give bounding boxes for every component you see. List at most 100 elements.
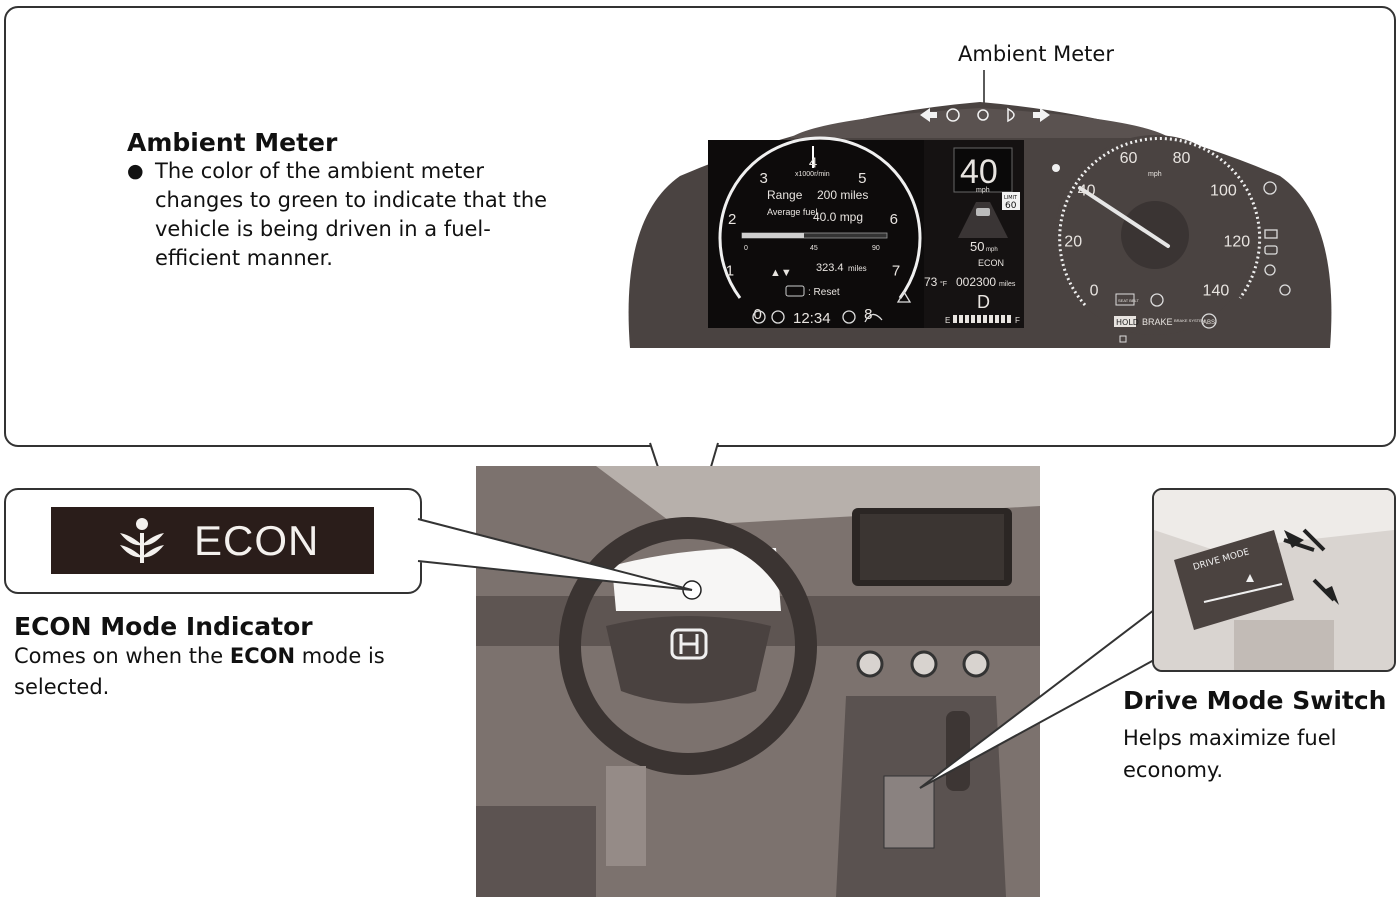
- econ-indicator-heading: ECON Mode Indicator: [14, 612, 313, 641]
- speed-limit-value: 60: [1005, 201, 1017, 211]
- speed-limit-label: LIMIT: [1004, 195, 1018, 201]
- avg-scale-max: 90: [872, 245, 880, 252]
- airbag-icon: [1279, 284, 1291, 296]
- speedo-tick-120: 120: [1223, 234, 1250, 251]
- speedometer-hub: [1121, 201, 1189, 269]
- tach-tick-4: 4: [809, 154, 817, 171]
- econ-badge: ECON: [51, 507, 374, 574]
- drive-mode-callout-pointer: [919, 609, 1155, 789]
- tach-tick-1: 1: [726, 263, 734, 280]
- stability-control-icon: [896, 290, 912, 303]
- gear-indicator: D: [977, 292, 990, 312]
- honda-logo-icon: [670, 628, 708, 660]
- tach-unit: x1000r/min: [795, 171, 830, 178]
- lane-keep-icon: [864, 313, 883, 323]
- digital-speed: 40: [960, 153, 998, 191]
- climate-knob-center: [910, 650, 938, 678]
- tach-tick-3: 3: [760, 170, 768, 187]
- drive-mode-button-body: [1174, 530, 1294, 630]
- tach-tick-0: 0: [754, 306, 762, 323]
- range-value: 200 miles: [817, 188, 868, 202]
- trip-value: 323.4: [816, 262, 844, 274]
- trip-unit: miles: [848, 264, 867, 273]
- speedo-tick-0: 0: [1090, 283, 1099, 300]
- acc-speed: 50: [970, 239, 984, 254]
- avg-scale-mid: 45: [810, 245, 818, 252]
- tach-tick-5: 5: [858, 170, 866, 187]
- check-engine-icon: [1264, 245, 1278, 255]
- avg-scale-min: 0: [744, 245, 748, 252]
- turn-signal-left-icon: [920, 108, 937, 122]
- battery-icon: [1264, 229, 1278, 239]
- speedo-tick-100: 100: [1210, 182, 1237, 199]
- fuel-full-label: F: [1015, 316, 1020, 325]
- speedometer-needle: [1078, 186, 1170, 248]
- indicator-dot-icon: [1052, 164, 1060, 172]
- reset-button-icon: [785, 285, 805, 297]
- drive-mode-switch-heading: Drive Mode Switch: [1123, 686, 1387, 715]
- econ-indicator-description: Comes on when the ECON mode is selected.: [14, 641, 414, 703]
- range-label: Range: [767, 188, 803, 202]
- econ-badge-label: ECON: [194, 517, 320, 564]
- cluster-indicator-strip: [790, 108, 1170, 138]
- tachometer-arc: [718, 136, 922, 299]
- seat-belt-reminder-icon: [1115, 293, 1135, 306]
- drive-mode-switch-closeup: DRIVE MODE: [1152, 488, 1396, 672]
- odometer: 002300: [956, 275, 996, 289]
- reset-label: : Reset: [808, 287, 840, 298]
- speed-limit-sign: [1002, 192, 1020, 210]
- speedo-tick-140: 140: [1203, 283, 1230, 300]
- climate-knob-right: [962, 650, 990, 678]
- ambient-meter-description: ● The color of the ambient meter changes…: [127, 157, 567, 273]
- tach-tick-7: 7: [892, 263, 900, 280]
- drive-mode-switch-area: [883, 775, 935, 849]
- drive-mode-up-arrow-icon: [1246, 574, 1254, 582]
- digital-speed-box: [953, 147, 1013, 193]
- econ-leaf-icon: [120, 518, 164, 563]
- fuel-gauge-bars: [953, 315, 1011, 323]
- climate-knob-left: [856, 650, 884, 678]
- infotainment-display: [860, 514, 1004, 580]
- tpms-icon: [1150, 293, 1164, 307]
- ambient-meter-heading: Ambient Meter: [127, 128, 338, 157]
- fog-light-icon: [977, 109, 989, 121]
- ambient-meter-callout-label: Ambient Meter: [958, 42, 1114, 66]
- seat-belt-label: SEAT BELT: [1118, 298, 1139, 303]
- odometer-unit: miles: [999, 281, 1016, 288]
- bullet-icon: ●: [127, 160, 144, 182]
- ambient-meter-description-text: The color of the ambient meter changes t…: [155, 159, 548, 270]
- avg-fuel-value: 40.0 mpg: [813, 210, 863, 224]
- brake-label: BRAKE: [1142, 317, 1173, 327]
- auto-idle-stop-icon: [752, 310, 766, 324]
- brake-system-label: BRAKE SYSTEM: [1174, 318, 1205, 323]
- power-steering-icon: [1263, 181, 1277, 195]
- speedo-tick-20: 20: [1064, 234, 1082, 251]
- turn-signal-right-icon: [1033, 108, 1050, 122]
- tach-tick-8: 8: [864, 306, 872, 323]
- pedal: [606, 766, 646, 866]
- temperature-unit: °F: [940, 280, 947, 288]
- steering-wheel-hub: [606, 616, 771, 704]
- econ-desc-part2: mode is selected.: [14, 644, 385, 699]
- avg-fuel-label: Average fuel: [767, 207, 817, 217]
- parking-icon: [1119, 335, 1127, 343]
- acc-road-graphic: [958, 202, 1008, 238]
- meter-highlight: [612, 547, 781, 611]
- speedo-tick-40: 40: [1078, 182, 1096, 199]
- auto-highbeam-icon: [946, 108, 960, 122]
- clock: 12:34: [793, 310, 831, 327]
- speedo-tick-60: 60: [1120, 150, 1138, 167]
- speedo-tick-80: 80: [1173, 150, 1191, 167]
- tach-tick-6: 6: [890, 211, 898, 228]
- left-footwell: [476, 806, 596, 897]
- econ-desc-part1: Comes on when the: [14, 644, 230, 668]
- acc-speed-unit: mph: [986, 247, 998, 253]
- drive-mode-switch-description: Helps maximize fuel economy.: [1123, 726, 1337, 782]
- info-icon: [771, 310, 785, 324]
- security-icon: [842, 310, 856, 324]
- abs-icon: [1201, 313, 1217, 329]
- econ-callout-pointer: [417, 518, 693, 591]
- hold-label: HOLD: [1116, 318, 1139, 327]
- steering-wheel-rim: [559, 517, 817, 775]
